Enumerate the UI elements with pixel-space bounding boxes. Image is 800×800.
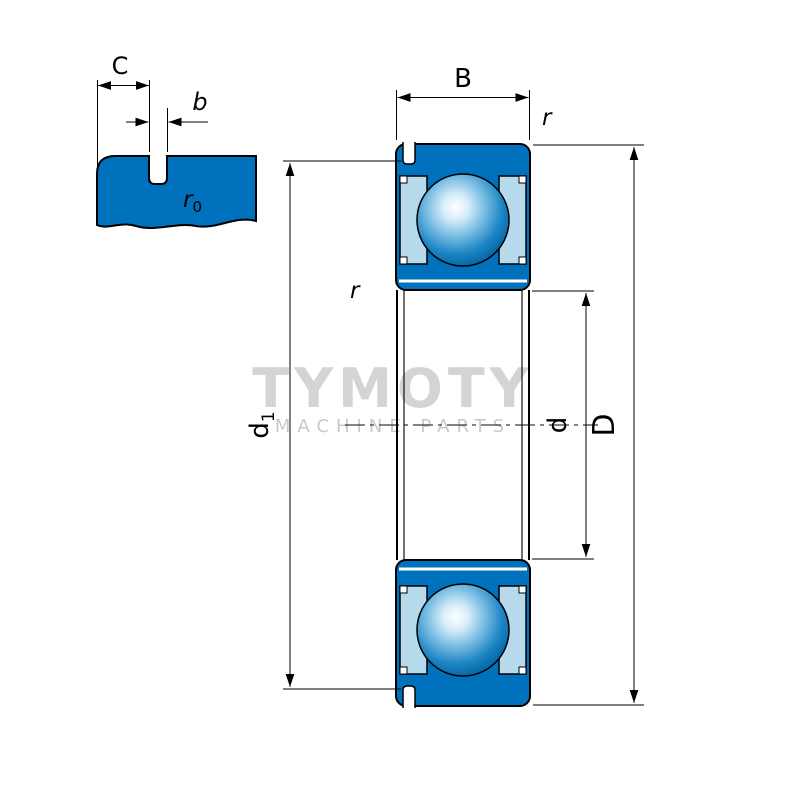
shield-step-notch (518, 585, 527, 594)
dim-d-label: d (543, 417, 573, 434)
snap-ring-groove-bottom (402, 685, 416, 708)
bearing-cross-section (395, 142, 531, 708)
groove-radius-label: r0 (183, 187, 202, 216)
shield-step-notch (518, 256, 527, 265)
dimension-B: B (396, 64, 530, 140)
dim-D-label: D (587, 413, 622, 436)
shield-step-notch (399, 666, 408, 675)
dimensions: B r r d1 d D (245, 64, 644, 706)
groove-detail-shape (96, 155, 257, 229)
dim-d1-label: d1 (245, 411, 279, 438)
watermark: TYMOTY MACHINE PARTS (252, 357, 534, 437)
ball-bottom (416, 583, 510, 677)
shield-step-notch (518, 666, 527, 675)
watermark-subtitle: MACHINE PARTS (275, 416, 511, 437)
dimension-d1: d1 (245, 160, 401, 690)
shield-step-notch (518, 175, 527, 184)
ball-top (416, 173, 510, 267)
dimension-C: C (97, 52, 150, 168)
dim-b-label: b (192, 88, 207, 116)
snap-ring-groove-top (402, 142, 416, 165)
dim-c-label: C (112, 52, 129, 80)
dim-B-label: B (454, 64, 472, 94)
shield-step-notch (399, 585, 408, 594)
watermark-title: TYMOTY (252, 357, 534, 420)
dimension-d: d (532, 290, 594, 560)
shield-step-notch (399, 256, 408, 265)
dimension-b: b (126, 88, 208, 152)
dimension-D: D (533, 144, 644, 706)
fillet-radius-label-left: r (350, 278, 361, 304)
fillet-radius-label-top: r (542, 105, 553, 131)
groove-detail-view: r0 C b (96, 52, 257, 229)
shield-step-notch (399, 175, 408, 184)
